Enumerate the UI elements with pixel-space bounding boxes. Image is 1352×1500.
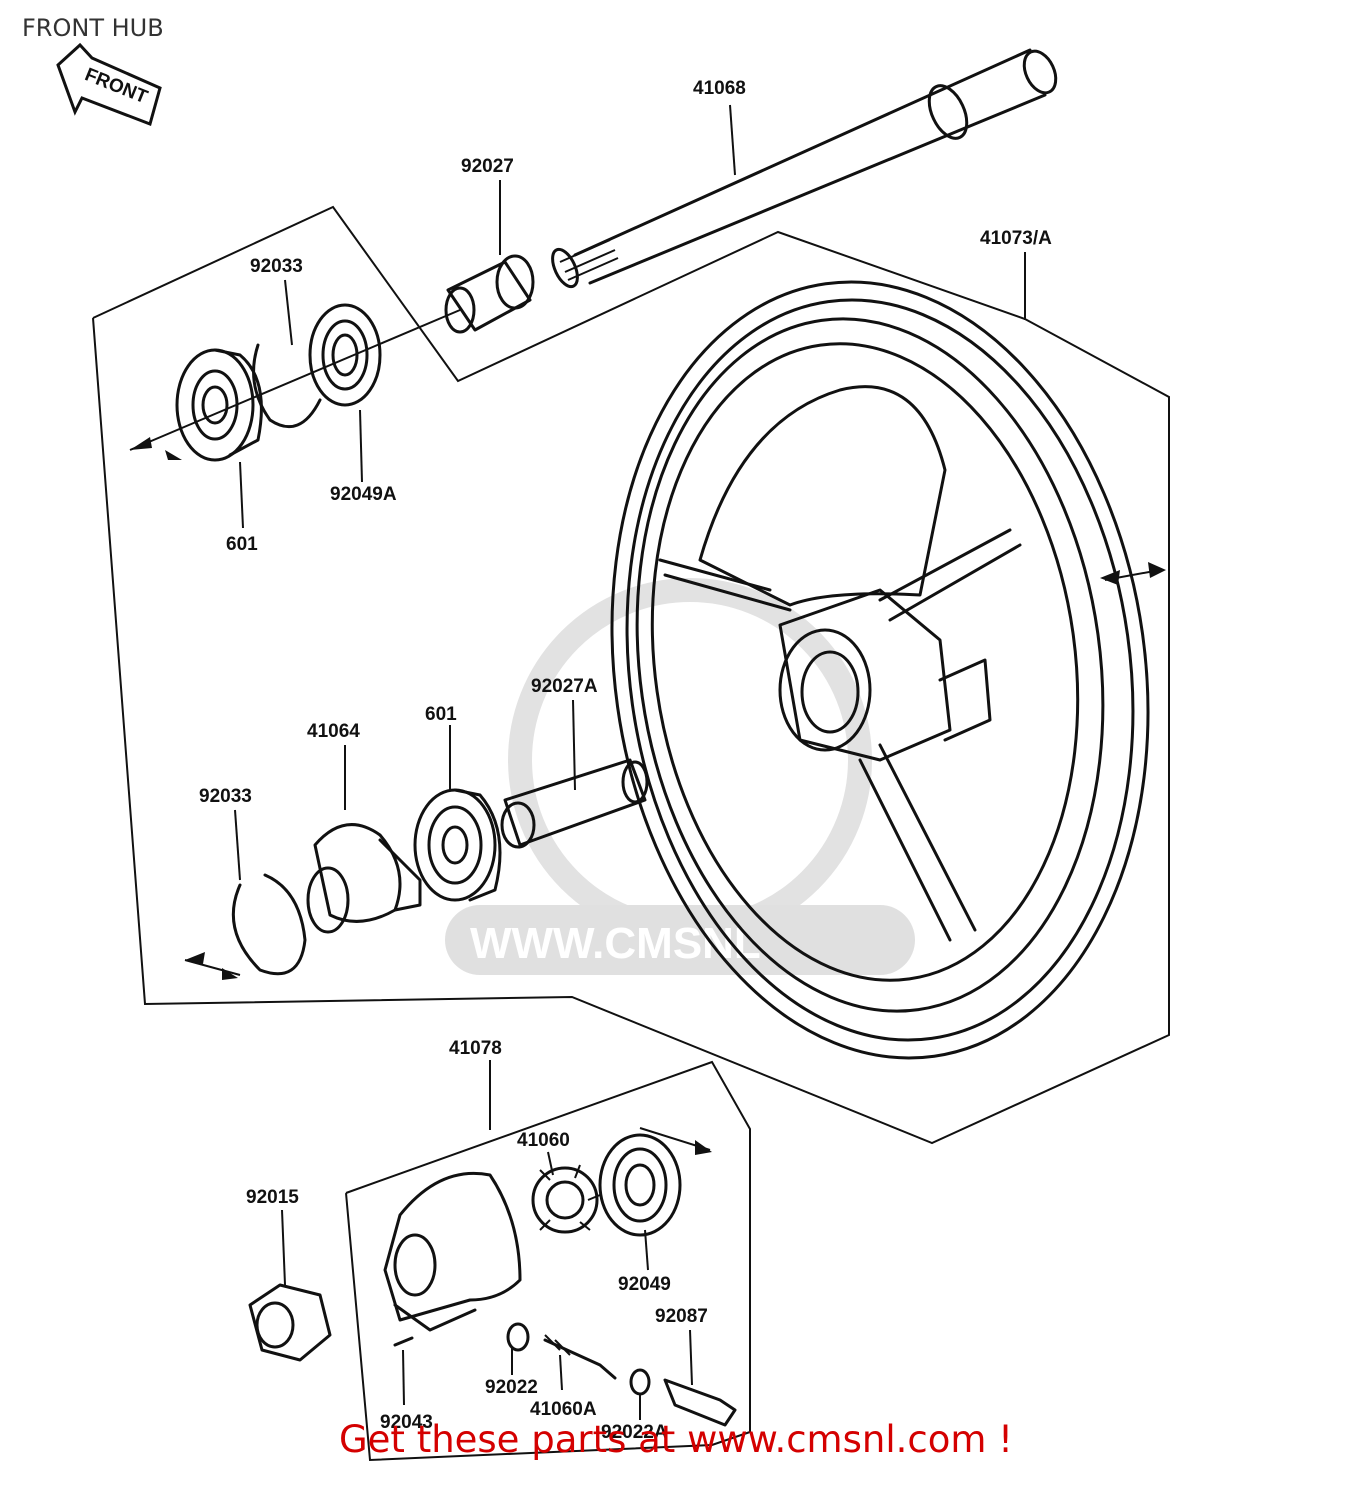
pinion-41060A bbox=[543, 1334, 617, 1380]
label-92033-top: 92033 bbox=[250, 256, 303, 277]
gear-housing-stop-41064 bbox=[306, 823, 422, 934]
label-92027: 92027 bbox=[461, 156, 514, 177]
circlip-92033-bottom bbox=[231, 873, 307, 976]
distance-collar-92027A bbox=[500, 758, 649, 849]
washer-92022 bbox=[506, 1322, 530, 1352]
oil-seal-92049A bbox=[308, 303, 382, 407]
front-axle bbox=[551, 48, 1058, 289]
label-92087: 92087 bbox=[655, 1306, 708, 1327]
hub-assembly-outline bbox=[92, 205, 1170, 1145]
label-601-mid: 601 bbox=[425, 704, 457, 725]
bearing-601-mid bbox=[413, 788, 502, 902]
label-92022A: 92022A bbox=[601, 1422, 668, 1443]
label-41060A: 41060A bbox=[530, 1399, 597, 1420]
label-41073A: 41073/A bbox=[980, 228, 1052, 249]
label-92049A: 92049A bbox=[330, 484, 397, 505]
leader-lines bbox=[234, 104, 1026, 1420]
collar-92027 bbox=[444, 254, 535, 334]
label-92033-bottom: 92033 bbox=[199, 786, 252, 807]
bushing-92087 bbox=[663, 1378, 737, 1427]
label-92027A: 92027A bbox=[531, 676, 598, 697]
axle-nut-92015 bbox=[248, 1283, 332, 1362]
front-arrow-icon: FRONT bbox=[56, 42, 162, 126]
circlip-92033-top bbox=[252, 343, 322, 429]
label-601-top: 601 bbox=[226, 534, 258, 555]
front-wheel bbox=[610, 280, 1150, 1060]
page-title: FRONT HUB bbox=[22, 14, 164, 42]
label-41064: 41064 bbox=[307, 721, 360, 742]
label-41060: 41060 bbox=[517, 1130, 570, 1151]
label-92022: 92022 bbox=[485, 1377, 538, 1398]
label-92043: 92043 bbox=[380, 1412, 433, 1433]
meter-gear-housing bbox=[383, 1171, 522, 1332]
label-41068: 41068 bbox=[693, 78, 746, 99]
pin-92043 bbox=[393, 1336, 414, 1347]
label-92049: 92049 bbox=[618, 1274, 671, 1295]
label-41078: 41078 bbox=[449, 1038, 502, 1059]
meter-gear-assembly-outline bbox=[345, 1060, 751, 1462]
washer-92022A bbox=[629, 1368, 651, 1396]
oil-seal-92049 bbox=[598, 1133, 682, 1237]
footer-link[interactable]: Get these parts at www.cmsnl.com ! bbox=[338, 1418, 1013, 1461]
label-92015: 92015 bbox=[246, 1187, 299, 1208]
bearing-601-top bbox=[175, 348, 263, 462]
meter-gear-41060 bbox=[531, 1164, 601, 1234]
